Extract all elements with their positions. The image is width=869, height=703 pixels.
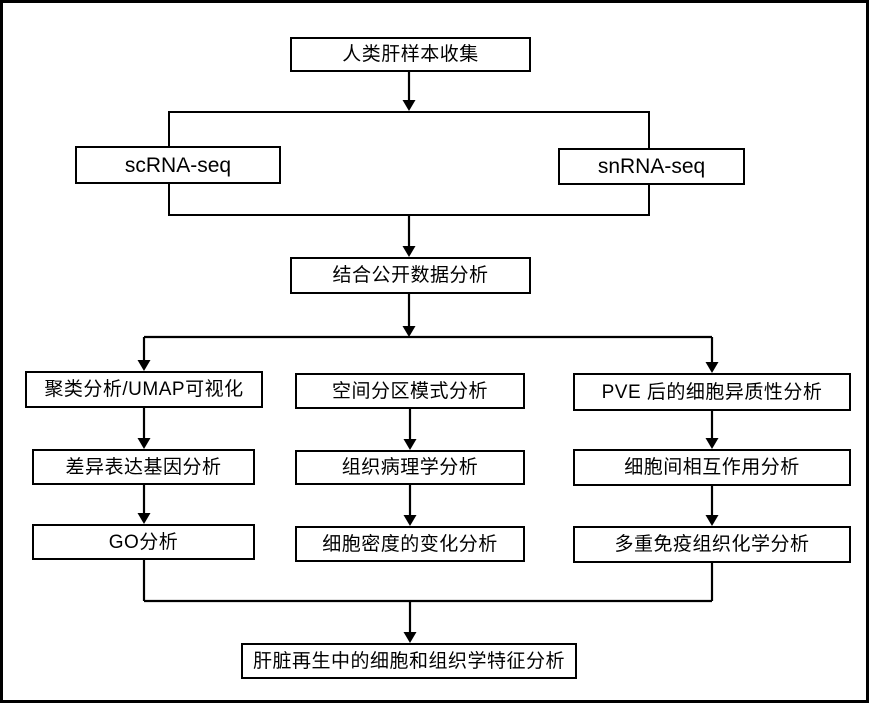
node-combined-public-data-analysis: 结合公开数据分析 bbox=[290, 257, 531, 294]
node-cell-density-analysis: 细胞密度的变化分析 bbox=[295, 526, 525, 562]
node-final-feature-analysis: 肝脏再生中的细胞和组织学特征分析 bbox=[241, 643, 577, 679]
node-histopathology-analysis: 组织病理学分析 bbox=[295, 450, 525, 485]
node-snrna-seq: snRNA-seq bbox=[558, 148, 745, 185]
node-sample-collection: 人类肝样本收集 bbox=[290, 37, 531, 72]
node-cell-interaction-analysis: 细胞间相互作用分析 bbox=[573, 449, 851, 486]
node-clustering-umap: 聚类分析/UMAP可视化 bbox=[25, 371, 263, 408]
node-scrna-seq: scRNA-seq bbox=[75, 146, 281, 184]
node-pve-heterogeneity-analysis: PVE 后的细胞异质性分析 bbox=[573, 373, 851, 411]
node-go-analysis: GO分析 bbox=[32, 524, 255, 560]
arrowheads bbox=[137, 100, 719, 643]
node-deg-analysis: 差异表达基因分析 bbox=[32, 449, 255, 485]
node-multiplex-ihc-analysis: 多重免疫组织化学分析 bbox=[573, 526, 851, 563]
node-spatial-partition-analysis: 空间分区模式分析 bbox=[295, 373, 525, 409]
flow-connector-lines bbox=[137, 72, 719, 643]
